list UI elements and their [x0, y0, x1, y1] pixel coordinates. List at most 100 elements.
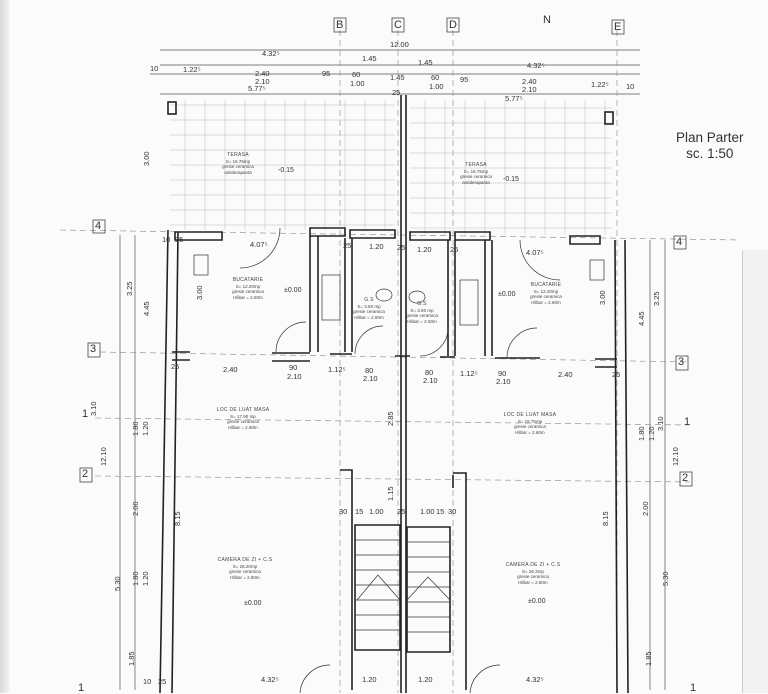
room-finish1: gresie ceramica	[514, 424, 546, 429]
room-finish2: Hlibar = 2.60m	[230, 574, 260, 580]
dimension-label: 1.22⁵	[591, 80, 609, 89]
dimension-label: 1.20	[647, 426, 656, 441]
dimension-label: 10	[150, 64, 159, 73]
dimension-label: 1.45	[362, 54, 377, 63]
dimension-label: 30	[448, 507, 457, 516]
room-name: BUCATARIE	[530, 282, 562, 288]
dimension-label: 10	[626, 82, 635, 91]
dimension-label: 2.40	[255, 69, 270, 78]
axis-label-top: N	[543, 14, 551, 26]
room-finish1: gresie ceramica	[232, 289, 264, 294]
axis-label-top: C	[394, 19, 402, 31]
dimension-label: 3.00	[598, 290, 607, 305]
dimension-label: 4.32⁵	[261, 675, 279, 684]
room-name: G.S	[417, 301, 427, 307]
dimension-label: 15	[355, 507, 364, 516]
room-name: LOC DE LUAT MASA	[216, 407, 270, 413]
walls	[159, 95, 629, 693]
room-name: BUCATARIE	[232, 277, 264, 283]
dimension-label: 1.00	[369, 507, 384, 516]
dimension-label: 2.85	[386, 411, 395, 426]
drawing-title: Plan Parter sc. 1:50	[676, 130, 744, 162]
room-name: TERASA	[227, 152, 249, 158]
dimension-label: 5.77⁵	[505, 94, 523, 103]
dimension-label: 25	[397, 507, 406, 516]
axis-label-right: 2	[682, 472, 689, 484]
dimension-label: 2.00	[641, 501, 650, 516]
title-scale: sc. 1:50	[686, 146, 734, 161]
dimension-label: 3.00	[142, 151, 151, 166]
adjacent-page	[742, 250, 768, 693]
room-finish1: gresie ceramica	[222, 164, 254, 169]
doors-and-stairs	[193, 227, 605, 693]
axis-label-left: 1	[78, 682, 85, 694]
dimension-label: 1.20	[141, 571, 150, 586]
dimension-label: 2.10	[287, 372, 302, 381]
dimension-label: 1.45	[390, 73, 405, 82]
level-mark: ±0.00	[284, 287, 302, 294]
room-finish1: gresie ceramica	[353, 309, 385, 314]
axis-label-top: E	[614, 21, 622, 33]
dimension-label: 3.10	[656, 416, 665, 431]
dimension-label: 90	[289, 363, 298, 372]
room-area: S= 26.3mp	[522, 568, 544, 574]
level-mark: -0.15	[503, 176, 519, 183]
dimension-label: 1.80	[637, 426, 646, 441]
dimension-label: 10	[143, 677, 152, 686]
dimension-label: 1.20	[417, 245, 432, 254]
dimension-label: 2.40	[522, 77, 537, 86]
dimension-label: 2.40	[558, 370, 573, 379]
dimension-label: 1.80	[131, 571, 140, 586]
dimension-label: 2.10	[255, 77, 270, 86]
dimension-label: 12.10	[671, 447, 680, 466]
dimension-label: 3.00	[195, 285, 204, 300]
axis-label-top: B	[336, 19, 344, 31]
dimension-label: 25	[450, 245, 459, 254]
room-finish1: gresie ceramica	[227, 419, 259, 424]
dimension-label: 2.10	[496, 377, 511, 386]
dimension-label: 1.00	[350, 79, 365, 88]
room-name: LOC DE LUAT MASA	[503, 412, 557, 418]
room-finish2: Hlibar = 2.60m	[354, 314, 384, 320]
dimension-label: 25	[175, 235, 184, 244]
room-area: S= 15.75mp	[517, 418, 543, 424]
room-finish2: antiderapanta	[462, 179, 490, 185]
dimension-label: 60	[352, 70, 361, 79]
dimension-label: 25	[612, 370, 621, 379]
dimension-label: 90	[498, 369, 507, 378]
room-area: S= 16.75mp	[225, 158, 251, 164]
dimension-label: 1.85	[644, 651, 653, 666]
dimension-label: 1.15	[386, 486, 395, 501]
dimension-label: 4.07⁵	[526, 248, 544, 257]
room-finish1: gresie ceramica	[229, 569, 261, 574]
dimension-label: 2.10	[423, 376, 438, 385]
terrace-tiles	[170, 100, 612, 235]
dimension-label: 95	[322, 69, 331, 78]
room-finish1: gresie ceramica	[460, 174, 492, 179]
dimension-label: 12.10	[99, 447, 108, 466]
dimension-label: 1.20	[141, 421, 150, 436]
dimension-label: 2.40	[223, 365, 238, 374]
dimension-label: 95	[460, 75, 469, 84]
room-name: CAMERA DE ZI + C.S	[217, 557, 273, 563]
dimension-label: 15	[436, 507, 445, 516]
dimension-label: 60	[431, 73, 440, 82]
axis-label-left: 1	[82, 408, 89, 420]
dimension-label: 25	[158, 677, 167, 686]
dimension-label: 1.22⁵	[183, 65, 201, 74]
dimension-label: 5.77⁵	[248, 84, 266, 93]
dimension-label: 5.30	[661, 571, 670, 586]
dimension-label: 12.00	[390, 40, 409, 49]
dimension-label: 25	[392, 88, 401, 97]
dimension-label: 3.10	[89, 401, 98, 416]
dimension-label: 2.00	[131, 501, 140, 516]
dimension-label: 1.12⁵	[460, 369, 478, 378]
axis-label-right: 1	[684, 416, 691, 428]
